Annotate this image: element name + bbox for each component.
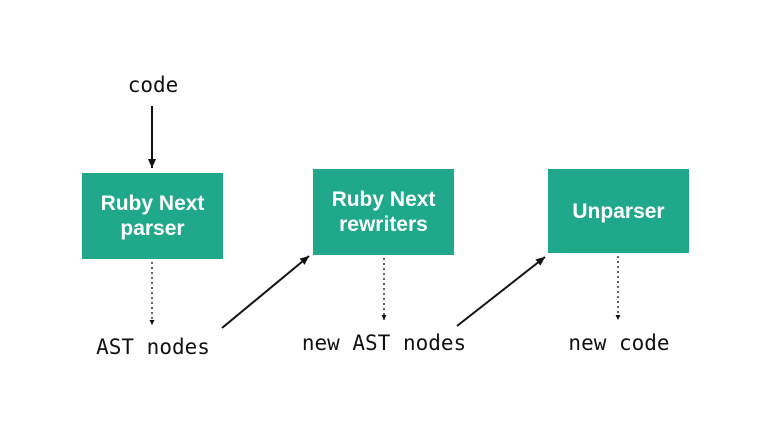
- input-label-code: code: [127, 73, 179, 97]
- arrow-new-ast-nodes-to-unparser: [456, 256, 546, 327]
- step-box-unparser: Unparser: [548, 169, 689, 253]
- step-box-rewriters: Ruby Next rewriters: [313, 169, 454, 255]
- arrow-ast-nodes-to-rewriters: [221, 255, 310, 329]
- step-box-parser: Ruby Next parser: [82, 173, 223, 259]
- output-label-new-ast-nodes: new AST nodes: [301, 331, 467, 355]
- output-label-new-code: new code: [568, 331, 670, 355]
- output-label-ast-nodes: AST nodes: [96, 335, 210, 359]
